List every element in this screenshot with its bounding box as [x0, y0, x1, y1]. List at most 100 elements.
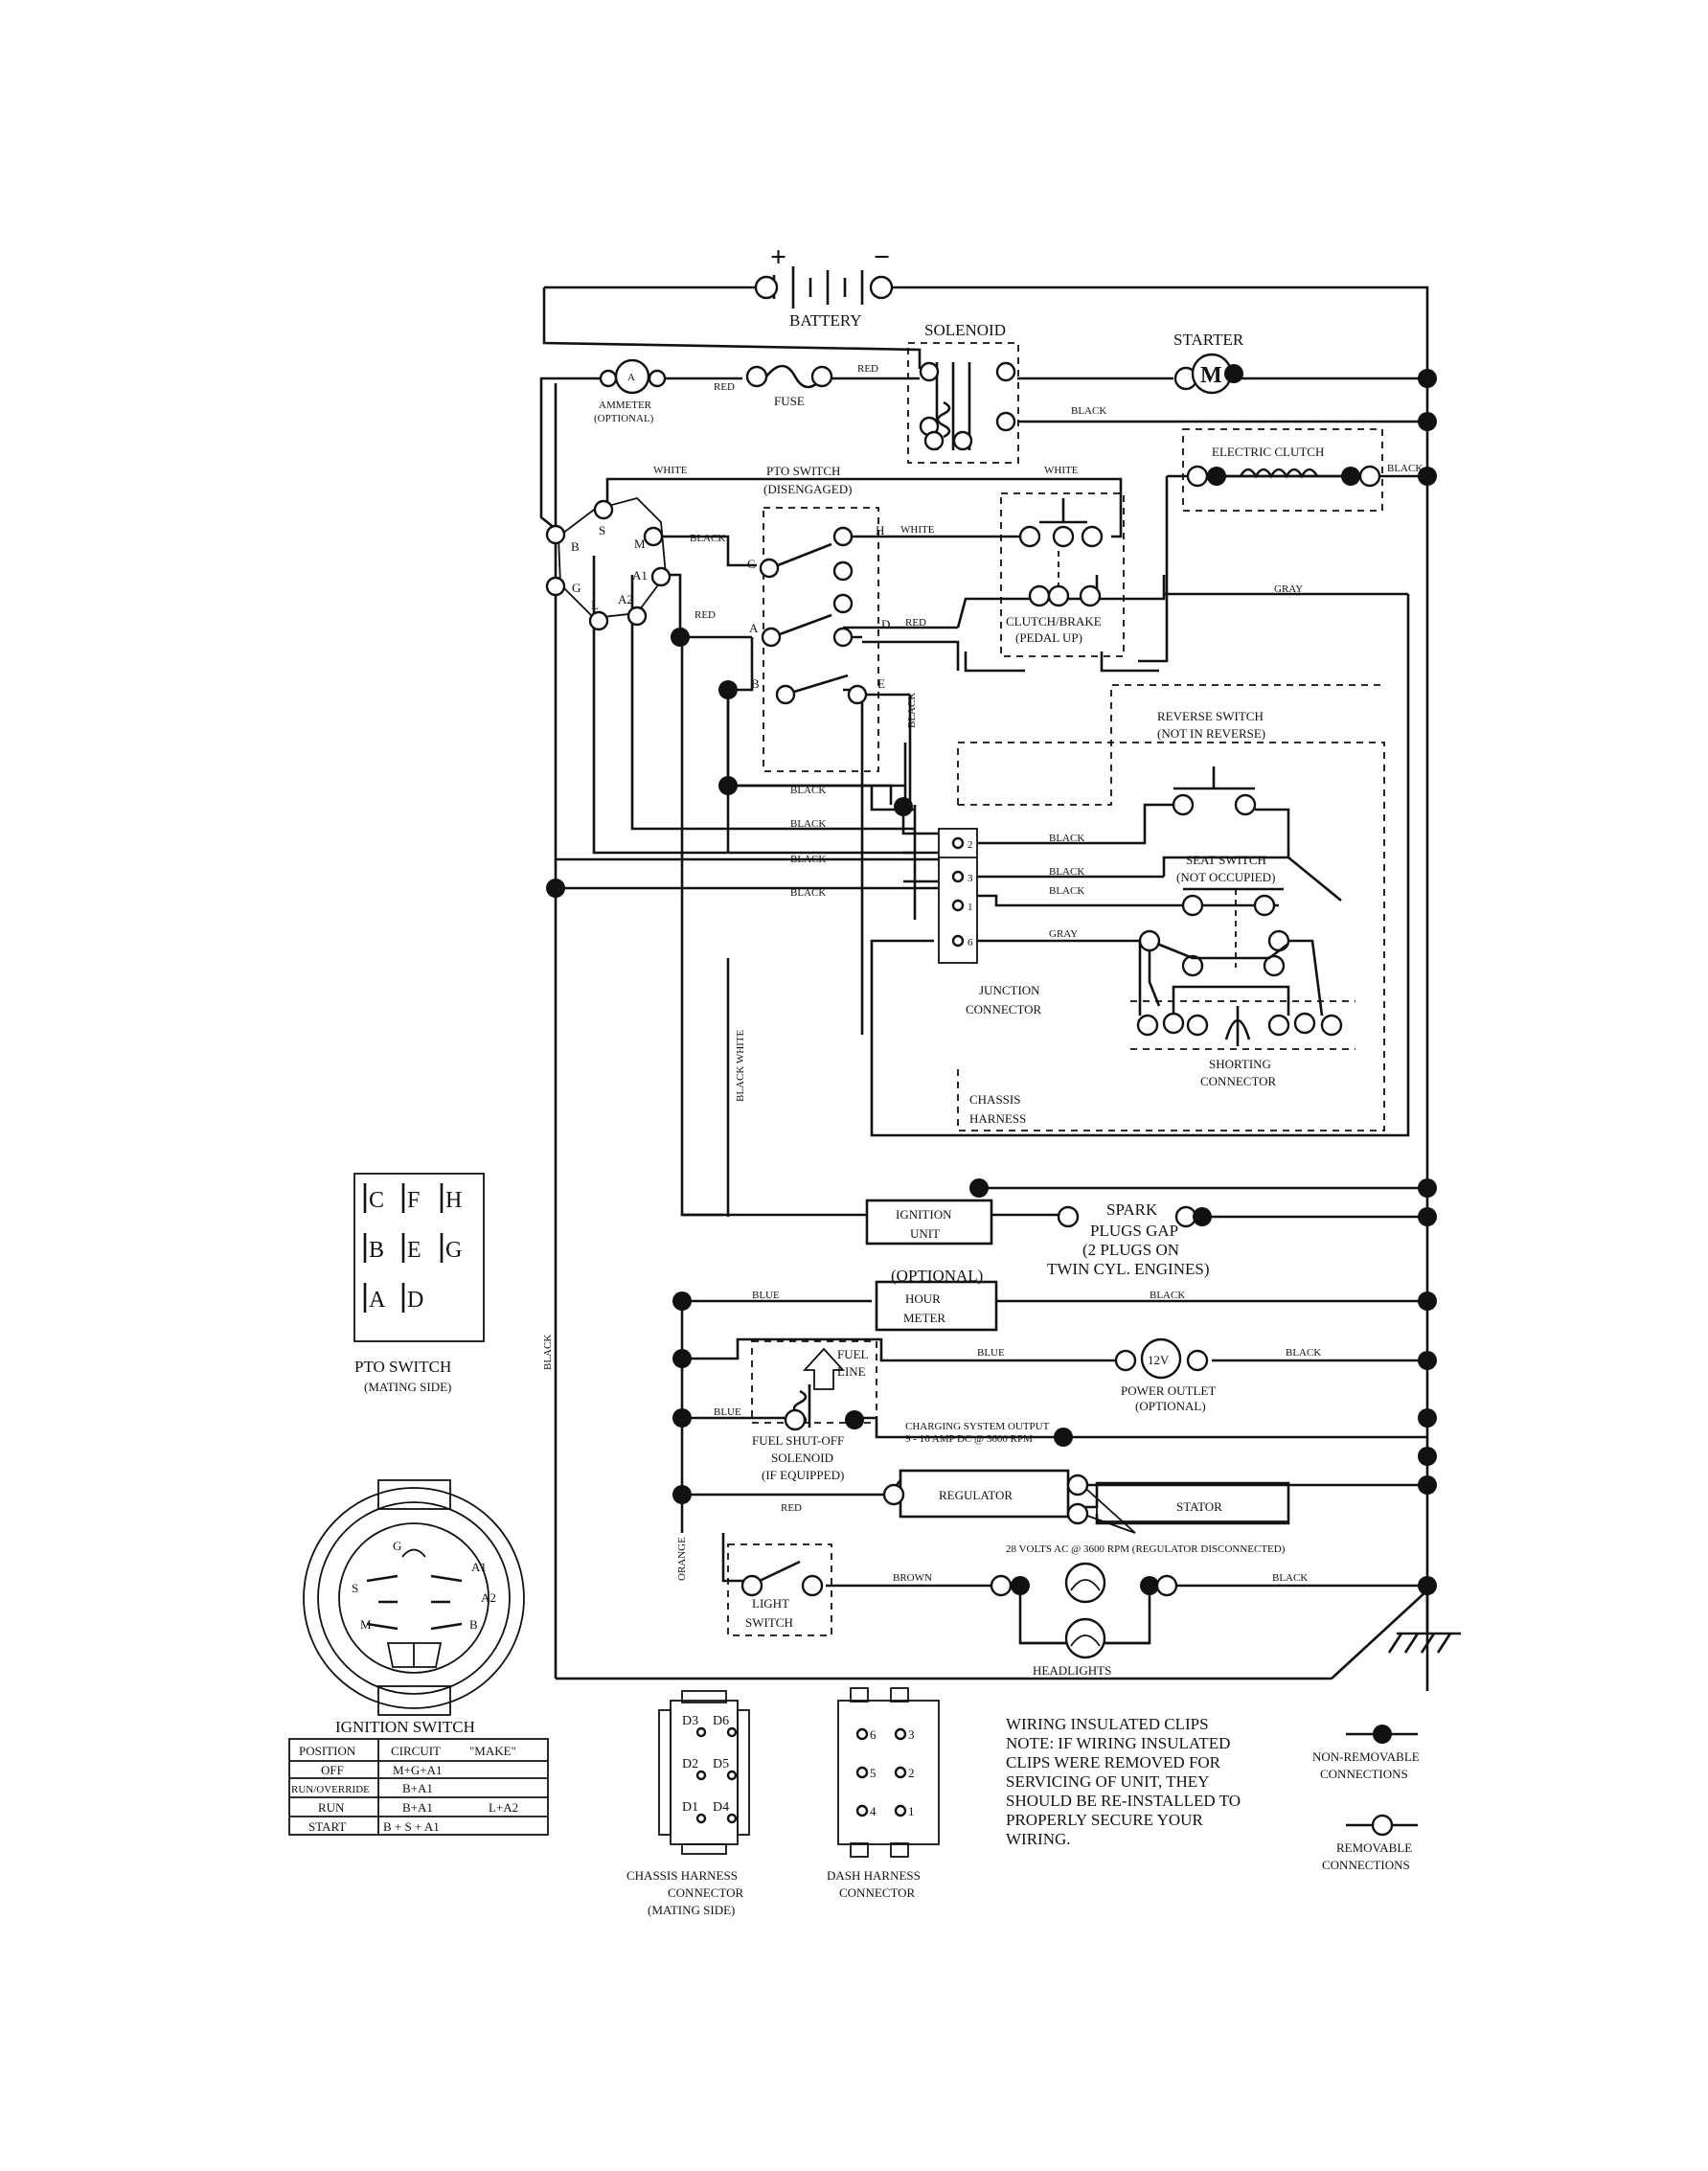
- pto-mating-letter-e: E: [407, 1238, 421, 1263]
- fuel-line-label-2: LINE: [837, 1364, 866, 1379]
- regulator-label: REGULATOR: [939, 1488, 1013, 1502]
- regulator: CHARGING SYSTEM OUTPUT 9 - 16 AMP DC @ 3…: [882, 1421, 1289, 1555]
- wire-label-red-2: RED: [857, 363, 878, 375]
- reverse-switch: REVERSE SWITCH (NOT IN REVERSE): [1157, 709, 1265, 816]
- junction-pin-3: 3: [968, 873, 973, 884]
- wire-label-black-8: BLACK: [1049, 833, 1084, 844]
- dash-connector-label-2: CONNECTOR: [839, 1885, 916, 1900]
- shorting-connector-label-1: SHORTING: [1209, 1057, 1271, 1071]
- seat-switch: SEAT SWITCH (NOT OCCUPIED): [1138, 853, 1324, 1017]
- note-line-3: SERVICING OF UNIT, THEY: [1006, 1772, 1209, 1791]
- chassis-pin-d3: D3: [682, 1714, 698, 1728]
- chassis-pin-d1: D1: [682, 1800, 698, 1815]
- ign-terminal-g: G: [572, 581, 581, 595]
- dash-pin-contact: [894, 1804, 907, 1817]
- ign-terminal-s: S: [599, 523, 605, 537]
- power-outlet: 12V POWER OUTLET (OPTIONAL): [1114, 1337, 1216, 1413]
- seat-switch-label: SEAT SWITCH: [1186, 853, 1266, 867]
- ammeter-symbol: A: [627, 372, 635, 383]
- table-row-override-position: RUN/OVERRIDE: [291, 1784, 370, 1795]
- main-wiring: [539, 286, 1461, 1691]
- wire-label-black-white: BLACK WHITE: [735, 1029, 746, 1102]
- wire-label-black-11: BLACK: [1150, 1290, 1185, 1301]
- table-row-start-circuit: B + S + A1: [383, 1819, 440, 1834]
- battery-label: BATTERY: [789, 311, 862, 330]
- shorting-connector-label-2: CONNECTOR: [1200, 1074, 1277, 1088]
- wire-label-black-12: BLACK: [1286, 1347, 1321, 1359]
- wire-label-red-4: RED: [905, 617, 926, 628]
- power-outlet-note: (OPTIONAL): [1135, 1399, 1206, 1413]
- reverse-switch-label: REVERSE SWITCH: [1157, 709, 1264, 723]
- battery: + − BATTERY: [754, 241, 894, 330]
- table-row-run-position: RUN: [318, 1800, 345, 1815]
- wire-label-black-4: BLACK: [790, 785, 826, 796]
- wire-label-white-2: WHITE: [1044, 465, 1079, 476]
- ignition-unit-label-1: IGNITION: [896, 1207, 952, 1222]
- solenoid-label: SOLENOID: [924, 321, 1006, 339]
- ignition-switch-terminals: S M B A1 G L A2: [545, 496, 672, 631]
- chassis-pin-d2: D2: [682, 1757, 698, 1771]
- charging-note-1: CHARGING SYSTEM OUTPUT: [905, 1421, 1050, 1432]
- chassis-pin-contact: [695, 1726, 707, 1738]
- junction-pin-1: 1: [968, 902, 973, 913]
- hour-meter-label-2: METER: [903, 1311, 945, 1325]
- hour-meter: (OPTIONAL) HOUR METER: [875, 1267, 998, 1332]
- dash-pin-4: 4: [870, 1804, 877, 1818]
- pto-terminal-d: D: [881, 617, 890, 631]
- wire-label-blue-2: BLUE: [977, 1347, 1005, 1359]
- starter-motor-symbol: M: [1200, 363, 1222, 388]
- dash-pin-contact: [894, 1766, 907, 1779]
- wire-label-red-5: RED: [781, 1502, 802, 1514]
- wire-label-black-10: BLACK: [1049, 885, 1084, 897]
- wiring-clips-note: WIRING INSULATED CLIPS NOTE: IF WIRING I…: [1006, 1715, 1241, 1848]
- power-outlet-label: POWER OUTLET: [1121, 1383, 1216, 1398]
- table-row-run-make: L+A2: [489, 1800, 518, 1815]
- fuse-label: FUSE: [774, 394, 805, 408]
- ign-face-s: S: [352, 1581, 358, 1595]
- chassis-connector-label-1: CHASSIS HARNESS: [626, 1868, 738, 1883]
- electric-clutch: ELECTRIC CLUTCH: [1182, 428, 1383, 512]
- wire-label-blue-1: BLUE: [752, 1290, 780, 1301]
- note-line-5: PROPERLY SECURE YOUR: [1006, 1811, 1203, 1829]
- fuel-line-label-1: FUEL: [837, 1347, 869, 1361]
- fuse: FUSE: [745, 364, 833, 408]
- table-header-position: POSITION: [299, 1744, 356, 1758]
- wire-label-gray-1: GRAY: [1274, 583, 1303, 595]
- shorting-connector: SHORTING CONNECTOR: [1130, 1000, 1355, 1088]
- table-header-circuit: CIRCUIT: [391, 1744, 441, 1758]
- ign-terminal-a1: A1: [632, 568, 648, 583]
- dash-pin-3: 3: [908, 1727, 915, 1742]
- legend-removable-1: REMOVABLE: [1336, 1840, 1412, 1855]
- ign-terminal-m: M: [634, 537, 646, 551]
- pto-mating-letter-d: D: [407, 1288, 423, 1313]
- pto-mating-title: PTO SWITCH: [354, 1358, 451, 1376]
- clutch-brake-switch: CLUTCH/BRAKE (PEDAL UP): [1000, 492, 1125, 657]
- note-line-1: NOTE: IF WIRING INSULATED: [1006, 1734, 1230, 1752]
- ign-face-g: G: [393, 1539, 401, 1553]
- chassis-pin-contact: [726, 1813, 738, 1824]
- pto-switch-title: PTO SWITCH: [766, 464, 840, 478]
- light-switch: LIGHT SWITCH: [727, 1543, 832, 1636]
- spark-plugs-label-2: PLUGS GAP: [1090, 1222, 1178, 1240]
- table-row-override-circuit: B+A1: [402, 1781, 433, 1795]
- wire-label-black-15: BLACK: [542, 1335, 554, 1370]
- table-row-start-position: START: [308, 1819, 346, 1834]
- starter: M STARTER: [1173, 331, 1244, 395]
- pto-mating-letter-b: B: [369, 1238, 384, 1263]
- wire-label-red-3: RED: [695, 609, 716, 621]
- charging-note-2: 9 - 16 AMP DC @ 3600 RPM: [905, 1433, 1033, 1445]
- junction-pin-6: 6: [968, 937, 973, 948]
- battery-minus: −: [874, 241, 890, 273]
- ammeter: A AMMETER (OPTIONAL): [594, 358, 667, 424]
- wire-label-gray-2: GRAY: [1049, 928, 1078, 940]
- safety-switch-area: [957, 684, 1385, 1131]
- table-row-off-circuit: M+G+A1: [393, 1763, 443, 1777]
- wire-label-black-3: BLACK: [690, 533, 725, 544]
- chassis-pin-contact: [726, 1770, 738, 1781]
- chassis-pin-d5: D5: [713, 1757, 729, 1771]
- power-outlet-symbol: 12V: [1148, 1353, 1170, 1367]
